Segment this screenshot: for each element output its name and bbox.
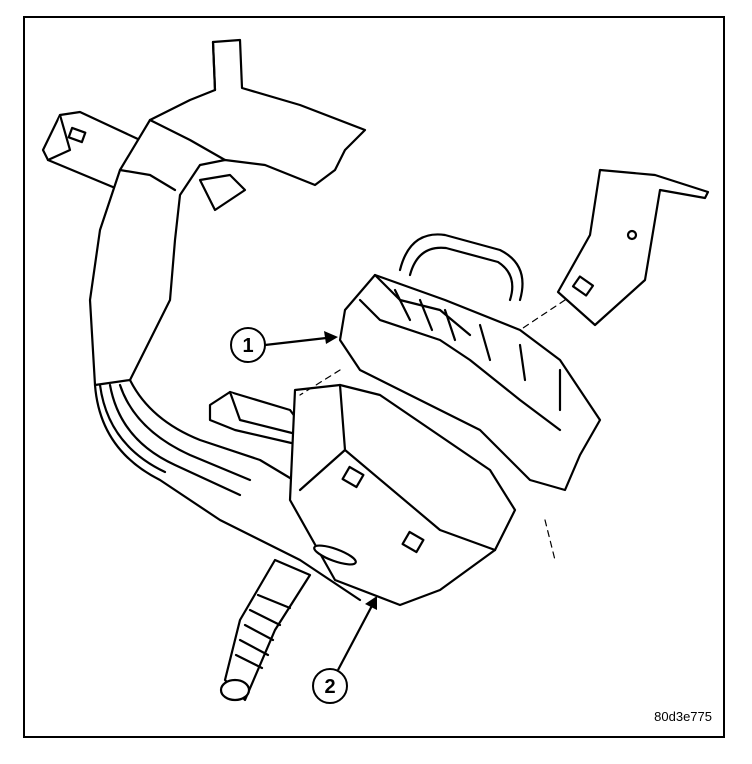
- corrugated-tube: [219, 558, 312, 702]
- wire-bundle: [93, 378, 362, 602]
- right-mounting-bracket: [556, 168, 710, 327]
- callout-1-number: 1: [242, 335, 253, 357]
- connector-assembly: [338, 273, 602, 492]
- small-connector: [208, 390, 307, 447]
- wire-loop: [398, 233, 524, 302]
- callout-1: 1: [230, 327, 338, 363]
- figure-reference-code: 80d3e775: [654, 709, 712, 724]
- module-box: [288, 383, 517, 607]
- alignment-lines: [299, 299, 566, 561]
- column-trough: [88, 38, 367, 387]
- callout-2-number: 2: [324, 676, 335, 698]
- callout-2: 2: [312, 596, 377, 704]
